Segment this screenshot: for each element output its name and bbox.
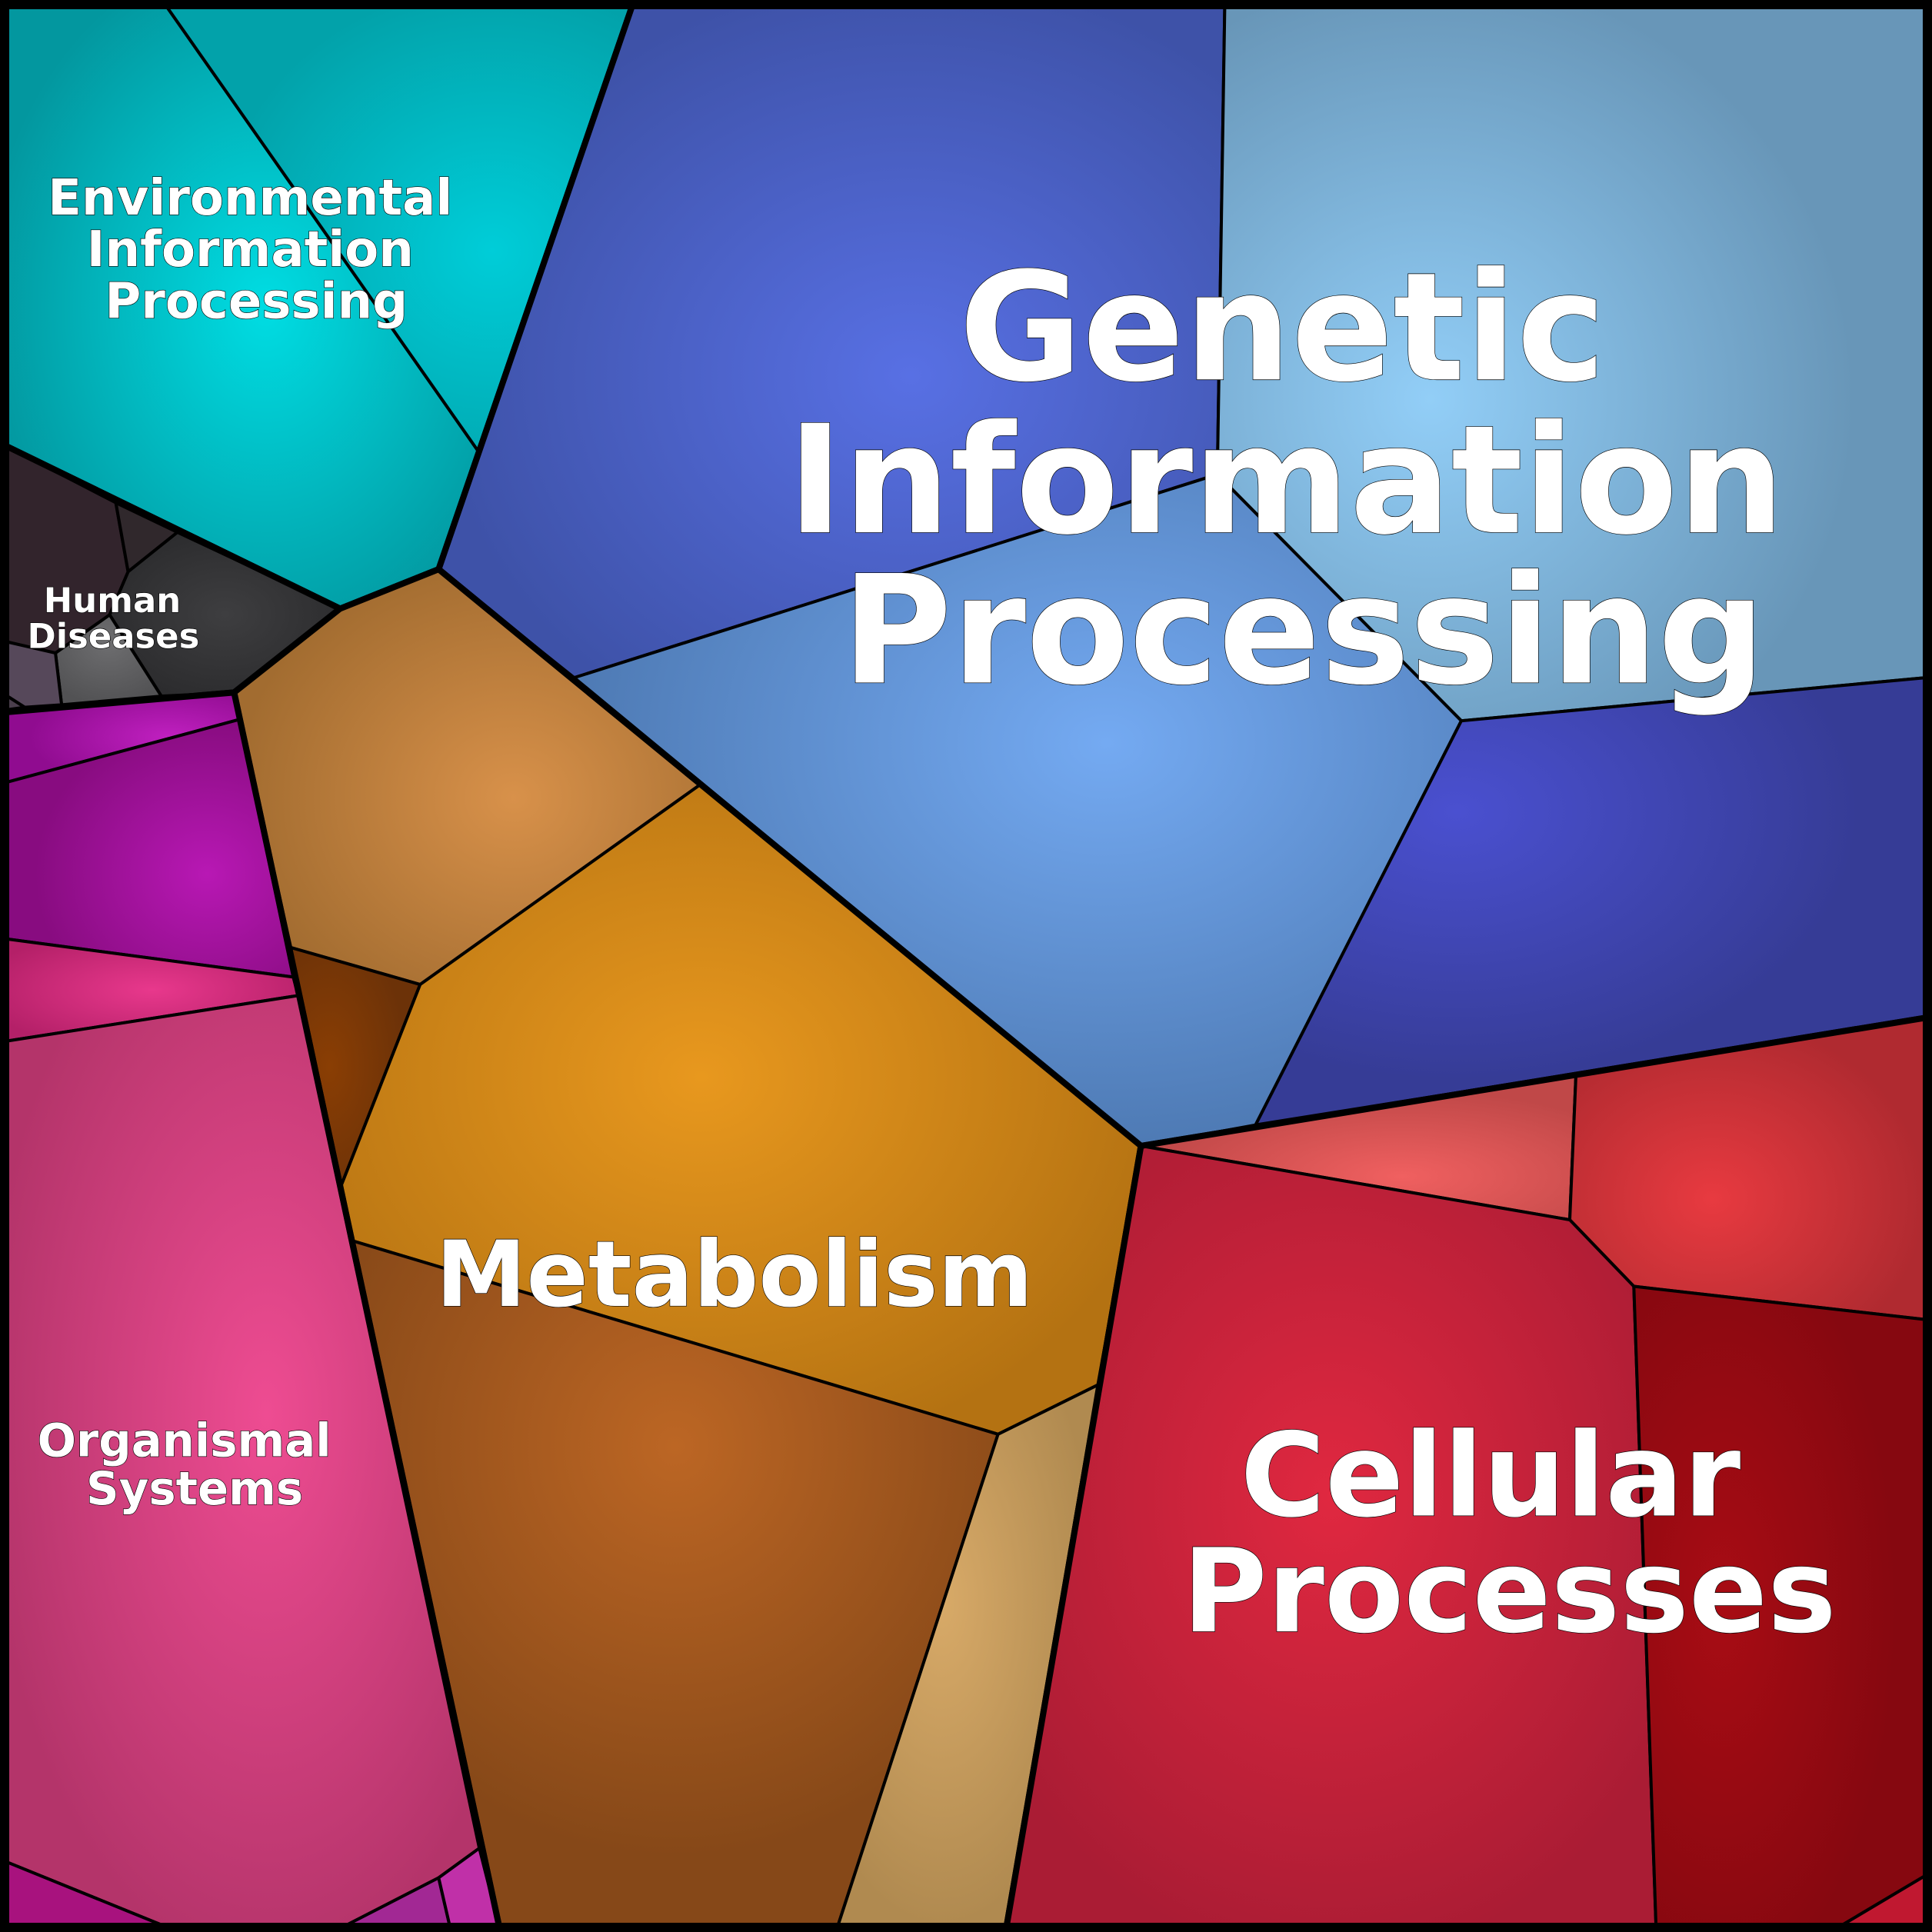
label-organismal-systems: Organismal Systems (38, 1414, 348, 1515)
label-environmental-information-processing: Environmental Information Processing (48, 170, 469, 331)
region-human-diseases (3, 442, 344, 715)
region-metabolism (231, 566, 1144, 1929)
label-metabolism: Metabolism (435, 1221, 1033, 1327)
label-cellular-processes: Cellular Processes (1182, 1408, 1836, 1660)
region-organismal-systems (3, 689, 502, 1929)
region-cellular-processes (1003, 1014, 1929, 1929)
region-genetic-information-processing (435, 3, 1929, 1149)
label-genetic-information-processing: Genetic Information Processing (788, 241, 1837, 718)
label-human-diseases: Human Diseases (28, 580, 200, 656)
